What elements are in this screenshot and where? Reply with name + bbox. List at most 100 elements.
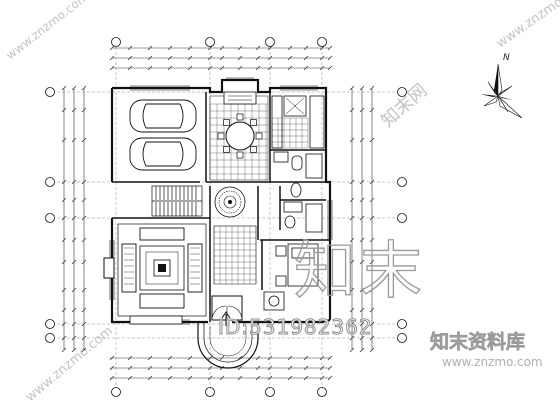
- drawing-line: [127, 355, 133, 361]
- drawing-line: [359, 107, 365, 113]
- drawing-line: [303, 45, 309, 51]
- drawing-line: [369, 287, 375, 293]
- watermark-id: ID:531982362: [218, 315, 373, 339]
- drawing-line: [349, 85, 355, 91]
- drawing-line: [167, 375, 173, 381]
- dining-table: [225, 121, 255, 151]
- drawing-line: [303, 355, 309, 361]
- drawing-line: [81, 237, 87, 243]
- compass-north-label: N: [503, 53, 510, 63]
- dining-room: [209, 91, 269, 181]
- drawing-line: [349, 347, 355, 353]
- drawing-line: [71, 347, 77, 353]
- drawing-line: [327, 45, 333, 51]
- dimension-lines: [63, 47, 373, 379]
- drawing-line: [287, 45, 293, 51]
- drawing-line: [369, 259, 375, 265]
- drawing-line: [369, 85, 375, 91]
- watermark-site-bottom: www.znzmo.com: [23, 323, 116, 405]
- drawing-line: [219, 45, 225, 51]
- drawing-line: [127, 365, 133, 371]
- drawing-line: [349, 259, 355, 265]
- drawing-line: [81, 197, 87, 203]
- drawing-line: [109, 365, 115, 371]
- drawing-line: [359, 85, 365, 91]
- drawing-line: [349, 137, 355, 143]
- drawing-line: [327, 365, 333, 371]
- drawing-line: [187, 45, 193, 51]
- bathrooms: [273, 151, 323, 233]
- drawing-line: [71, 197, 77, 203]
- drawing-line: [359, 137, 365, 143]
- watermark-brand: 知末资料库: [430, 330, 525, 353]
- drawing-line: [81, 287, 87, 293]
- dining-chair: [217, 132, 225, 140]
- drawing-line: [219, 65, 225, 71]
- drawing-line: [349, 307, 355, 313]
- kitchen: [271, 95, 325, 149]
- drawing-line: [359, 347, 365, 353]
- drawing-line: [359, 307, 365, 313]
- drawing-line: [187, 355, 193, 361]
- drawing-line: [167, 355, 173, 361]
- drawing-line: [369, 307, 375, 313]
- watermark-site-top: www.znzmo.com: [494, 0, 560, 51]
- drawing-line: [349, 107, 355, 113]
- drawing-line: [147, 55, 153, 61]
- drawing-line: [81, 107, 87, 113]
- drawing-line: [187, 365, 193, 371]
- drawing-line: [109, 355, 115, 361]
- drawing-line: [167, 45, 173, 51]
- drawing-line: [369, 347, 375, 353]
- drawing-line: [303, 375, 309, 381]
- dining-chair: [223, 119, 230, 126]
- drawing-line: [287, 365, 293, 371]
- drawing-line: [369, 237, 375, 243]
- drawing-line: [359, 237, 365, 243]
- watermark-site-left: www.znzmo.com: [3, 0, 91, 62]
- drawing-line: [349, 287, 355, 293]
- drawing-line: [81, 259, 87, 265]
- hall: [213, 225, 257, 285]
- living-rug: [139, 245, 185, 291]
- drawing-line: [327, 375, 333, 381]
- drawing-line: [237, 375, 243, 381]
- drawing-line: [71, 307, 77, 313]
- drawing-line: [81, 347, 87, 353]
- drawing-line: [81, 137, 87, 143]
- car-bottom: [129, 137, 197, 171]
- entry-bay: [197, 295, 259, 369]
- drawing-line: [167, 55, 173, 61]
- drawing-line: [287, 355, 293, 361]
- drawing-line: [369, 107, 375, 113]
- drawing-line: [287, 65, 293, 71]
- drawing-line: [237, 55, 243, 61]
- drawing-line: [219, 375, 225, 381]
- drawing-line: [219, 55, 225, 61]
- drawing-line: [127, 45, 133, 51]
- windows: [109, 77, 333, 325]
- drawing-line: [109, 375, 115, 381]
- drawing-line: [369, 137, 375, 143]
- drawing-line: [147, 365, 153, 371]
- foyer: [214, 186, 246, 218]
- drawing-line: [255, 375, 261, 381]
- drawing-line: [167, 365, 173, 371]
- drawing-line: [369, 197, 375, 203]
- drawing-line: [61, 307, 67, 313]
- living-room: [103, 223, 207, 325]
- drawing-line: [147, 45, 153, 51]
- drawing-line: [71, 287, 77, 293]
- drawing-line: [219, 355, 225, 361]
- drawing-line: [61, 287, 67, 293]
- drawing-line: [303, 365, 309, 371]
- direction-arrows: [221, 311, 231, 326]
- drawing-line: [187, 55, 193, 61]
- drawing-line: [61, 347, 67, 353]
- drawing-line: [359, 259, 365, 265]
- dining-chair: [250, 146, 257, 153]
- drawing-line: [303, 65, 309, 71]
- drawing-line: [187, 65, 193, 71]
- grid-bubbles: [45, 37, 407, 397]
